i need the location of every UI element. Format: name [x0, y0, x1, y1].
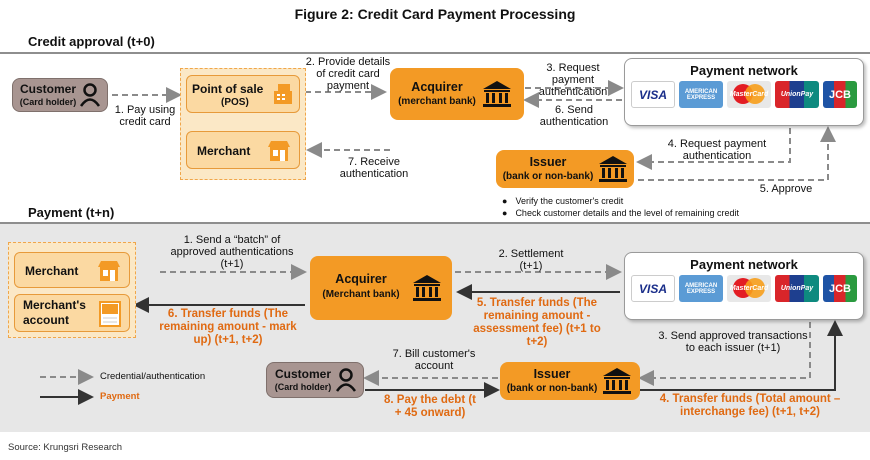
step8-bottom-label: 8. Pay the debt (t + 45 onward)	[383, 394, 477, 419]
acquirer-box-top: Acquirer (merchant bank)	[390, 68, 524, 120]
bank-icon	[602, 367, 632, 395]
shop-icon	[267, 139, 291, 163]
source-note: Source: Krungsri Research	[8, 442, 123, 453]
step2-bottom-label: 2. Settlement (t+1)	[498, 248, 564, 272]
merchant-account-box: Merchant's account	[14, 294, 130, 332]
issuer-box-bottom: Issuer (bank or non-bank)	[500, 362, 640, 400]
issuer-checks-list: ●Verify the customer's credit ●Check cus…	[502, 195, 739, 219]
bank-icon	[598, 155, 628, 183]
customer-label: Customer	[19, 82, 76, 96]
figure-title: Figure 2: Credit Card Payment Processing	[294, 6, 576, 22]
customer-sub-label: (Card holder)	[274, 382, 332, 392]
bank-icon	[412, 274, 442, 302]
step6-bottom-label: 6. Transfer funds (The remaining amount …	[159, 308, 297, 346]
payment-network-label: Payment network	[690, 63, 798, 78]
step3-bottom-label: 3. Send approved transactions to each is…	[658, 330, 808, 354]
card-logos: VISA AMERICAN EXPRESS MasterCard UnionPa…	[631, 275, 857, 302]
payment-network-box-bottom: Payment network VISA AMERICAN EXPRESS Ma…	[624, 252, 864, 320]
legend-credential-label: Credential/authentication	[100, 371, 206, 382]
customer-label: Customer	[274, 367, 331, 381]
merchant-label: Merchant	[25, 264, 79, 278]
payment-network-box-top: Payment network VISA AMERICAN EXPRESS Ma…	[624, 58, 864, 126]
mastercard-logo: MasterCard	[727, 81, 771, 108]
person-icon	[79, 83, 101, 107]
step1-bottom-label: 1. Send a “batch” of approved authentica…	[170, 234, 294, 270]
merchant-box-top: Merchant	[186, 131, 300, 169]
issuer-label: Issuer	[529, 155, 567, 169]
pos-label: Point of sale	[192, 82, 264, 96]
bank-icon	[482, 80, 512, 108]
mastercard-logo: MasterCard	[727, 275, 771, 302]
customer-box-bottom: Customer (Card holder)	[266, 362, 364, 398]
acquirer-sub-label: (merchant bank)	[398, 96, 476, 107]
person-icon	[335, 368, 357, 392]
step4-top-label: 4. Request payment authentication	[667, 138, 767, 162]
bullet-item: ●Verify the customer's credit	[502, 196, 624, 206]
amex-logo: AMERICAN EXPRESS	[679, 275, 723, 302]
section-divider-top	[0, 52, 870, 54]
step7-top-label: 7. Receive authentication	[339, 156, 409, 180]
section-credit-approval: Credit approval (t+0)	[28, 34, 155, 49]
amex-logo: AMERICAN EXPRESS	[679, 81, 723, 108]
unionpay-logo: UnionPay	[775, 275, 819, 302]
merchant-label: Merchant	[197, 144, 251, 158]
payment-network-label: Payment network	[690, 257, 798, 272]
mastercard-label: MasterCard	[729, 91, 769, 98]
visa-logo: VISA	[631, 275, 675, 302]
acquirer-box-bottom: Acquirer (Merchant bank)	[310, 256, 452, 320]
bullet-item: ●Check customer details and the level of…	[502, 208, 740, 218]
visa-logo: VISA	[631, 81, 675, 108]
acquirer-label: Acquirer	[335, 272, 387, 286]
bullet-text: Verify the customer's credit	[515, 196, 624, 206]
cash-register-icon	[272, 82, 294, 106]
step1-top-label: 1. Pay using credit card	[114, 104, 176, 128]
customer-box-top: Customer (Card holder)	[12, 78, 108, 112]
acquirer-label: Acquirer	[411, 80, 463, 94]
customer-sub-label: (Card holder)	[19, 97, 77, 107]
account-ledger-icon	[99, 301, 121, 327]
pos-box: Point of sale (POS)	[186, 75, 300, 113]
step5-top-label: 5. Approve	[759, 183, 813, 195]
shop-icon	[97, 259, 121, 283]
step5-bottom-label: 5. Transfer funds (The remaining amount …	[473, 297, 601, 348]
jcb-logo: JCB	[823, 81, 857, 108]
acquirer-sub-label: (Merchant bank)	[322, 289, 400, 300]
step7-bottom-label: 7. Bill customer's account	[392, 348, 476, 372]
mastercard-label: MasterCard	[729, 285, 769, 292]
step3-top-label: 3. Request payment authentication	[538, 62, 608, 98]
card-logos: VISA AMERICAN EXPRESS MasterCard UnionPa…	[631, 81, 857, 108]
bullet-text: Check customer details and the level of …	[515, 208, 740, 218]
step6-top-label: 6. Send authentication	[539, 104, 609, 128]
legend-payment-label: Payment	[100, 391, 140, 402]
step2-top-label: 2. Provide details of credit card paymen…	[305, 56, 391, 92]
merchant-box-bottom: Merchant	[14, 252, 130, 288]
step4-bottom-label: 4. Transfer funds (Total amount – interc…	[659, 393, 841, 418]
pos-sub-label: (POS)	[221, 97, 249, 108]
section-payment: Payment (t+n)	[28, 205, 115, 220]
issuer-sub-label: (bank or non-bank)	[506, 383, 598, 394]
jcb-logo: JCB	[823, 275, 857, 302]
merchant-account-label: Merchant's account	[23, 298, 86, 327]
issuer-box-top: Issuer (bank or non-bank)	[496, 150, 634, 188]
issuer-sub-label: (bank or non-bank)	[502, 171, 594, 182]
unionpay-logo: UnionPay	[775, 81, 819, 108]
issuer-label: Issuer	[533, 367, 571, 381]
section-divider-bottom	[0, 222, 870, 224]
